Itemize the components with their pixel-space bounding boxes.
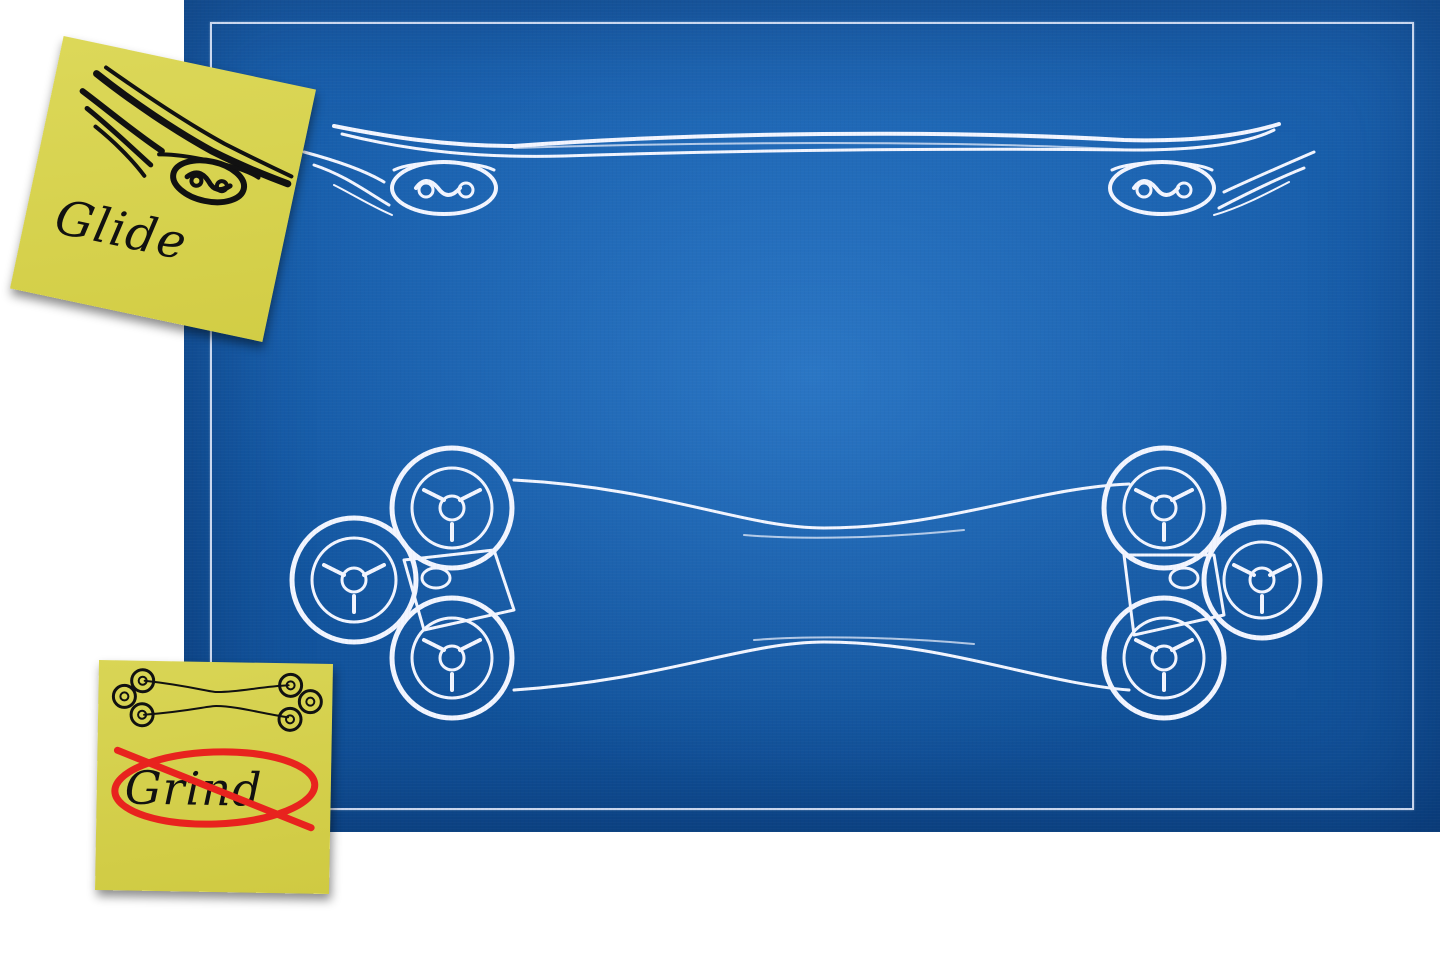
blueprint-frame — [210, 22, 1414, 810]
blueprint-drawing — [289, 122, 1323, 721]
skateboard-wheels-icon — [111, 668, 323, 732]
grind-sticky-note[interactable]: Grind — [95, 659, 333, 895]
left-wheel-cluster — [289, 445, 516, 721]
cross-out-mark-icon — [111, 746, 319, 832]
deck-side-view-icon — [302, 122, 1316, 216]
glide-sticky-note[interactable]: Glide — [9, 35, 317, 343]
deck-bottom-view-icon — [289, 445, 1323, 721]
skateboard-deck-icon — [79, 65, 294, 206]
right-wheel-cluster — [1101, 445, 1323, 721]
blueprint-board — [184, 0, 1440, 832]
